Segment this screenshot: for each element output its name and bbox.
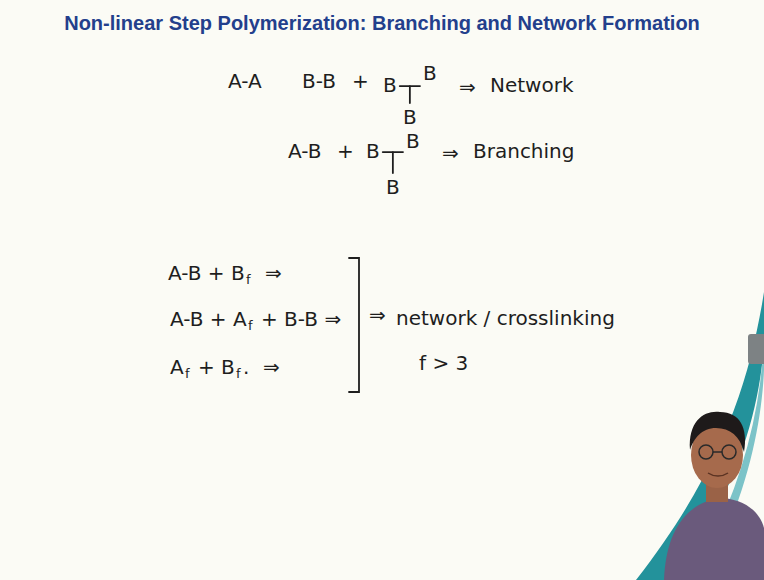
accent-curve (636, 292, 764, 580)
handwritten-text: B (423, 62, 437, 84)
handwritten-text: ⇒ (442, 142, 459, 164)
bracket (349, 258, 359, 392)
handwritten-text: A-B (288, 140, 321, 162)
handwritten-text: + B-B ⇒ (261, 308, 341, 330)
handwritten-text: A (170, 356, 184, 378)
handwritten-text: ⇒ (265, 262, 282, 284)
handwritten-text: Branching (473, 140, 574, 162)
presenter-glasses (722, 445, 736, 459)
handwritten-text: B (403, 106, 417, 128)
handwritten-text: A-B + A (170, 308, 247, 330)
handwritten-text: network / crosslinking (396, 307, 615, 329)
handwritten-text: ⇒ (369, 304, 386, 326)
handwritten-text: f (236, 367, 241, 381)
handwritten-text: Network (490, 74, 574, 96)
bond-stroke (409, 86, 411, 103)
handwritten-text: B (406, 130, 420, 152)
handwritten-text: f > 3 (419, 352, 468, 374)
slide-title: Non-linear Step Polymerization: Branchin… (0, 12, 764, 35)
handwritten-text: B (386, 176, 400, 198)
side-tab (748, 334, 764, 364)
handwritten-text: ⇒ (459, 76, 476, 98)
handwritten-text: f (246, 273, 251, 287)
handwritten-text: ⇒ (263, 356, 280, 378)
handwritten-text: + (337, 140, 354, 162)
handwritten-text: B (366, 140, 380, 162)
presenter-glasses (699, 445, 713, 459)
handwritten-text: + (352, 70, 369, 92)
presenter-shirt (664, 498, 764, 580)
handwritten-text: B (383, 74, 397, 96)
handwritten-text: B-B (302, 70, 336, 92)
presenter-glasses (713, 451, 722, 453)
handwritten-text: f (185, 367, 190, 381)
handwritten-text: . (243, 356, 249, 378)
presenter-mouth (708, 473, 728, 476)
handwritten-text: A-B + B (168, 262, 245, 284)
handwritten-text: + B (198, 356, 235, 378)
handwritten-text: A-A (228, 70, 262, 92)
handwritten-text: f (248, 319, 253, 333)
presenter-hair (690, 412, 745, 452)
bond-stroke (392, 152, 394, 173)
